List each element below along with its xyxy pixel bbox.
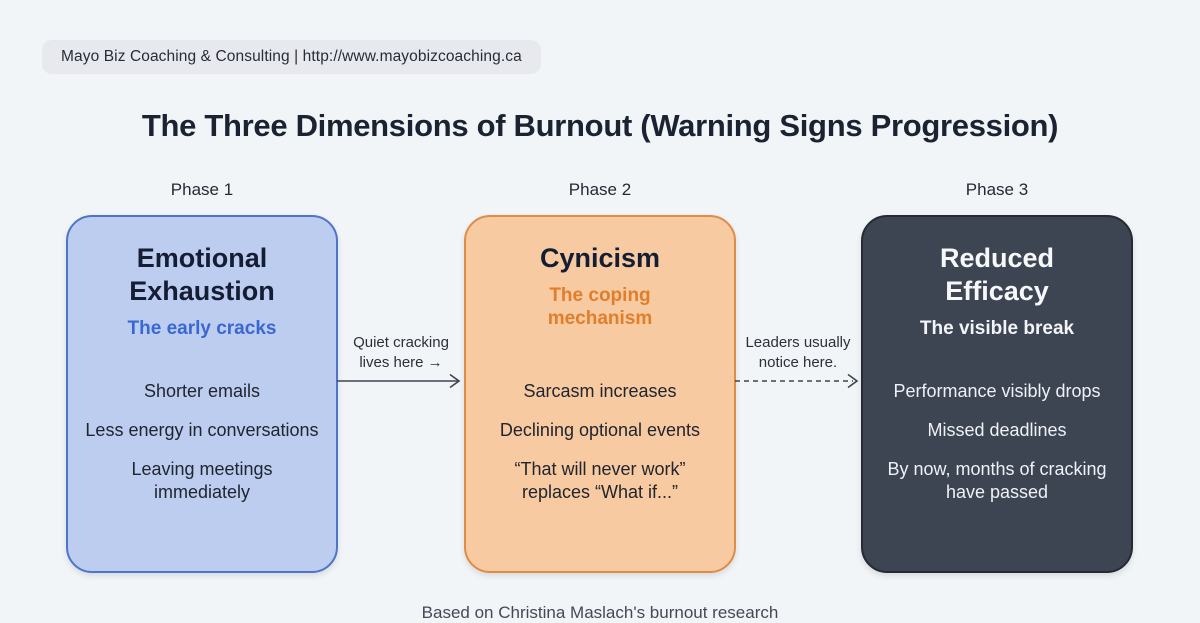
phase-3-label: Phase 3	[965, 180, 1029, 199]
brand-badge-text: Mayo Biz Coaching & Consulting | http://…	[61, 48, 522, 65]
connector-2-label: Leaders usually notice here.	[733, 333, 863, 373]
burnout-box-cynicism: Cynicism The coping mechanism Sarcasm in…	[464, 215, 736, 573]
box-subtitle: The visible break	[919, 317, 1075, 339]
connector-1-label: Quiet cracking lives here →	[336, 333, 466, 373]
box-subtitle: The coping mechanism	[547, 284, 653, 330]
box-subtitle: The early cracks	[127, 317, 277, 339]
symptom-list: Sarcasm increases Declining optional eve…	[466, 380, 734, 504]
box-header: Reduced Efficacy The visible break	[863, 217, 1131, 380]
symptom-item: Sarcasm increases	[523, 381, 677, 401]
symptom-item: Performance visibly drops	[893, 381, 1101, 401]
connector-2-label-line1: Leaders usually	[745, 334, 851, 351]
box-header: Cynicism The coping mechanism	[466, 217, 734, 380]
solid-right-arrow-icon	[337, 373, 461, 389]
box-title: Reduced Efficacy	[939, 243, 1055, 306]
symptom-item: By now, months of cracking have passed	[887, 459, 1107, 503]
connector-1-label-line1: Quiet cracking	[353, 334, 449, 351]
symptom-item: Less energy in conversations	[85, 420, 319, 441]
symptom-item: “That will never work” replaces “What if…	[514, 459, 686, 503]
symptom-list: Performance visibly drops Missed deadlin…	[863, 380, 1131, 504]
burnout-box-emotional-exhaustion: Emotional Exhaustion The early cracks Sh…	[66, 215, 338, 573]
box-title: Cynicism	[539, 243, 661, 273]
symptom-item: Declining optional events	[499, 420, 701, 441]
brand-badge: Mayo Biz Coaching & Consulting | http://…	[42, 40, 541, 74]
box-title: Emotional Exhaustion	[129, 243, 275, 306]
bottom-caption-cut-off: Based on Christina Maslach's burnout res…	[421, 603, 779, 622]
burnout-box-reduced-efficacy: Reduced Efficacy The visible break Perfo…	[861, 215, 1133, 573]
symptom-list: Shorter emails Less energy in conversati…	[68, 380, 336, 504]
connector-2-label-line2: notice here.	[758, 353, 838, 371]
symptom-item: Leaving meetings immediately	[131, 459, 273, 503]
page-title: The Three Dimensions of Burnout (Warning…	[141, 108, 1059, 143]
box-header: Emotional Exhaustion The early cracks	[68, 217, 336, 380]
dashed-right-arrow-icon	[735, 373, 859, 389]
phase-1-label: Phase 1	[170, 180, 234, 199]
connector-1-label-line2: lives here →	[359, 353, 443, 371]
symptom-item: Shorter emails	[143, 381, 261, 401]
symptom-item: Missed deadlines	[927, 420, 1067, 441]
phase-2-label: Phase 2	[568, 180, 632, 199]
